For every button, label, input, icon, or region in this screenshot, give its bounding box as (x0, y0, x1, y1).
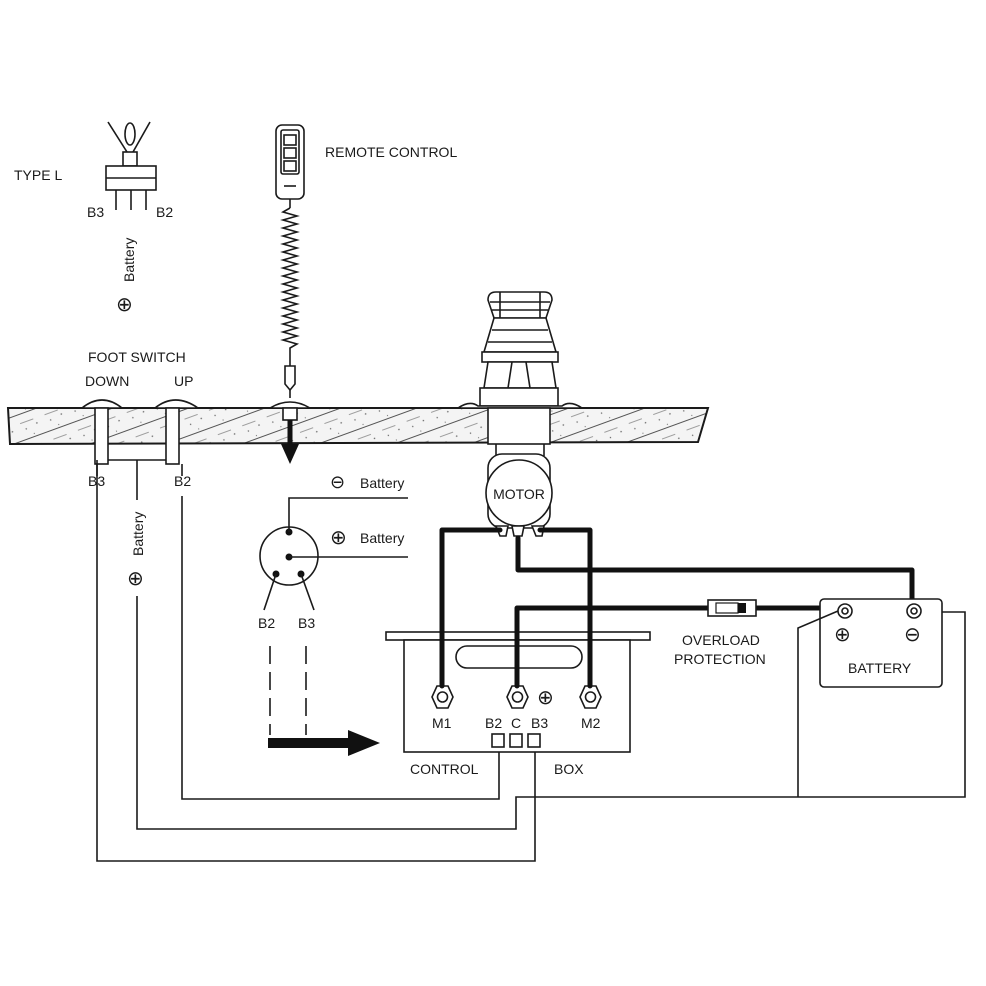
control-box-c-label: C (511, 715, 521, 731)
arrow-right-icon (268, 730, 380, 756)
control-box-b3-label: B3 (531, 715, 548, 731)
c-terminal-icon (506, 685, 529, 709)
connector-pos-battery-label: Battery (360, 530, 404, 546)
battery-label: BATTERY (848, 660, 912, 676)
motor: MOTOR (485, 453, 553, 537)
foot-switch-down-icon (79, 399, 125, 409)
windlass-icon (479, 291, 559, 407)
battery-minus-icon: ⊖ (904, 624, 921, 646)
control-box-label-left: CONTROL (410, 761, 479, 777)
foot-switch-up-icon (152, 399, 201, 409)
foot-switch-wires (96, 460, 966, 862)
toggle-b3-label: B3 (87, 204, 104, 220)
foot-switch-up-label: UP (174, 373, 193, 389)
toggle-switch: TYPE L B3 B2 Battery ⊕ (14, 121, 173, 316)
motor-label: MOTOR (493, 486, 545, 502)
toggle-battery-plus-icon: ⊕ (116, 294, 133, 316)
battery-plus-icon: ⊕ (834, 624, 851, 646)
remote-control: REMOTE CONTROL (275, 124, 457, 398)
overload-label-line1: OVERLOAD (682, 632, 760, 648)
foot-switch-battery-label: Battery (130, 512, 146, 556)
remote-deck-socket (267, 401, 313, 421)
foot-switch-buttons (79, 399, 201, 465)
m1-terminal-icon (431, 685, 454, 709)
foot-switch-down-label: DOWN (85, 373, 129, 389)
connector-neg-battery-icon: ⊖ (330, 472, 345, 492)
foot-switch-b2-label: B2 (174, 473, 191, 489)
connector-b3-label: B3 (298, 615, 315, 631)
m2-terminal-icon (579, 685, 602, 709)
control-box-m2-label: M2 (581, 715, 601, 731)
remote-plug-icon (284, 365, 296, 392)
control-box-label-right: BOX (554, 761, 584, 777)
toggle-battery-label: Battery (121, 238, 137, 282)
remote-control-handset-icon (275, 124, 305, 208)
foot-switch-title: FOOT SWITCH (88, 349, 186, 365)
deck-section (6, 407, 710, 446)
connector-pos-battery-icon: ⊕ (330, 527, 347, 549)
control-box-b2-label: B2 (485, 715, 502, 731)
toggle-switch-icon (105, 121, 157, 210)
remote-control-label: REMOTE CONTROL (325, 144, 457, 160)
type-l-label: TYPE L (14, 167, 62, 183)
round-connector (259, 497, 408, 735)
connector-neg-battery-label: Battery (360, 475, 404, 491)
control-box-plus-icon: ⊕ (537, 687, 554, 709)
toggle-b2-label: B2 (156, 204, 173, 220)
connector-b2-label: B2 (258, 615, 275, 631)
battery-icon (819, 598, 943, 688)
windlass-shaft (455, 402, 585, 456)
arrow-down-icon (281, 420, 299, 464)
foot-switch-battery-plus-icon: ⊕ (127, 568, 144, 590)
power-cables (439, 527, 915, 689)
coiled-cord (280, 207, 300, 366)
overload-protection: OVERLOAD PROTECTION (674, 599, 766, 667)
control-box-m1-label: M1 (432, 715, 452, 731)
overload-label-line2: PROTECTION (674, 651, 766, 667)
battery: ⊕ ⊖ BATTERY (797, 598, 943, 797)
